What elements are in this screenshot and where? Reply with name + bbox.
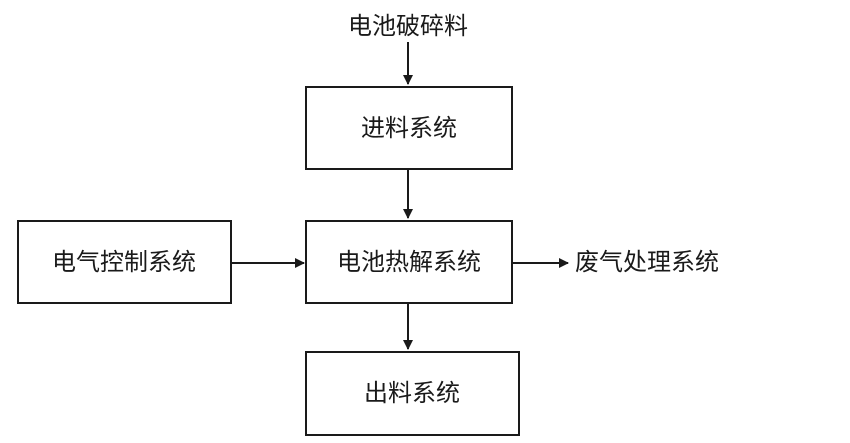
node-discharge-system: 出料系统 (305, 351, 520, 436)
node-control-system-box (17, 220, 232, 304)
node-pyrolysis-system-box (305, 220, 513, 304)
node-control-system: 电气控制系统 (17, 220, 232, 304)
node-feed-system-label: 进料系统 (361, 114, 457, 142)
node-pyrolysis-system: 电池热解系统 (305, 220, 513, 304)
input-label: 电池破碎料 (348, 12, 468, 40)
output-label-exhaust: 废气处理系统 (575, 248, 719, 276)
node-control-system-label: 电气控制系统 (52, 248, 196, 276)
node-feed-system: 进料系统 (305, 86, 513, 170)
node-pyrolysis-system-label: 电池热解系统 (337, 248, 481, 276)
node-discharge-system-box (305, 351, 520, 436)
node-discharge-system-label: 出料系统 (364, 379, 460, 407)
